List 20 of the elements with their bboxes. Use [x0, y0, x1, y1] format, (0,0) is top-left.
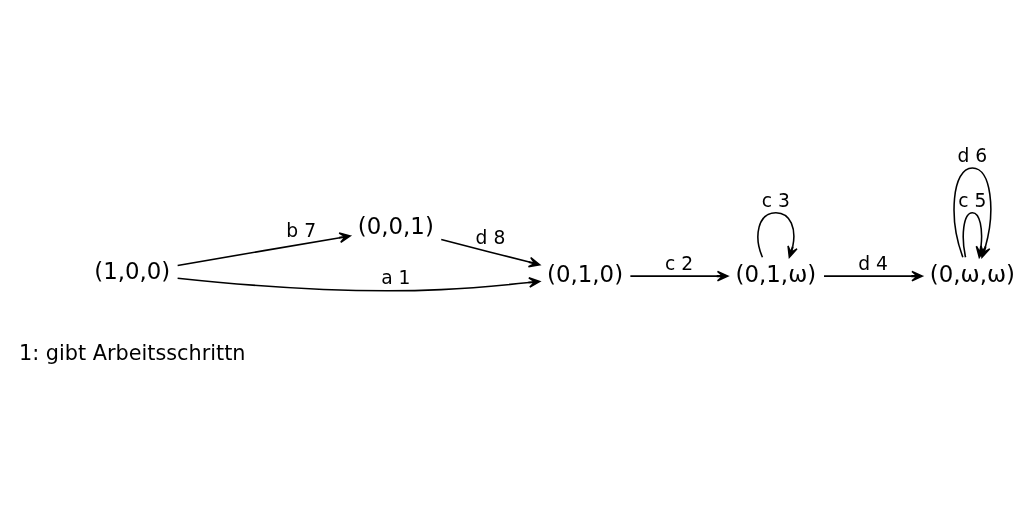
arrow — [629, 270, 729, 282]
node-text: (0,0,1) — [357, 213, 434, 240]
arrow — [176, 277, 541, 292]
edge-label: a 1 — [381, 266, 411, 288]
edge-label: c 3 — [761, 189, 790, 211]
edge-label: d 6 — [957, 145, 988, 167]
arrow — [757, 211, 798, 259]
node-text: (1,0,0) — [94, 257, 171, 284]
edge-label: d 4 — [858, 253, 888, 275]
node-text: (0,ω,ω) — [929, 260, 1016, 287]
edge-label: c 5 — [958, 189, 987, 211]
arrow — [176, 232, 351, 267]
edge-label: c 2 — [665, 253, 694, 275]
edge-label: d 8 — [475, 227, 506, 249]
label: 1: gibt Arbeitsschrittn — [19, 341, 246, 366]
node-text: (0,1,ω) — [735, 260, 817, 287]
arrow — [440, 238, 541, 268]
edge-label: b 7 — [286, 220, 317, 241]
arrow — [823, 270, 924, 282]
node-text: (0,1,0) — [547, 260, 624, 287]
